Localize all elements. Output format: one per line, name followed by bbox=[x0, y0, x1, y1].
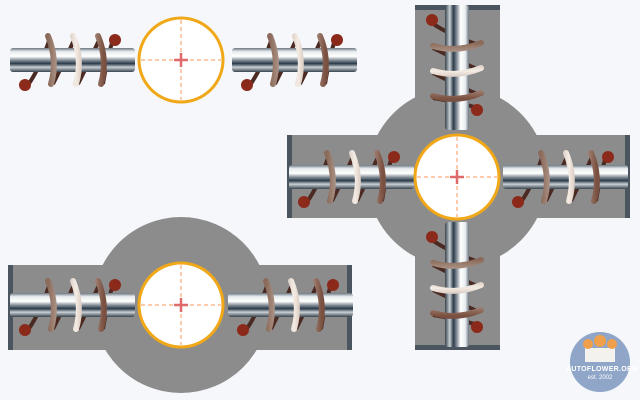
autoflower-logo bbox=[570, 332, 630, 392]
rotor bbox=[137, 16, 225, 104]
rotor bbox=[413, 133, 501, 221]
logo-text: AUTOFLOWER.ORG bbox=[566, 366, 639, 373]
coil-left bbox=[10, 34, 135, 91]
rotor bbox=[137, 261, 225, 349]
assembly-four-coil-cross bbox=[287, 5, 630, 350]
assembly-two-coil-yoke bbox=[8, 217, 353, 393]
assembly-two-coil-open bbox=[10, 16, 357, 104]
logo-subtext: est. 2002 bbox=[587, 375, 613, 381]
coil-right bbox=[232, 34, 357, 91]
